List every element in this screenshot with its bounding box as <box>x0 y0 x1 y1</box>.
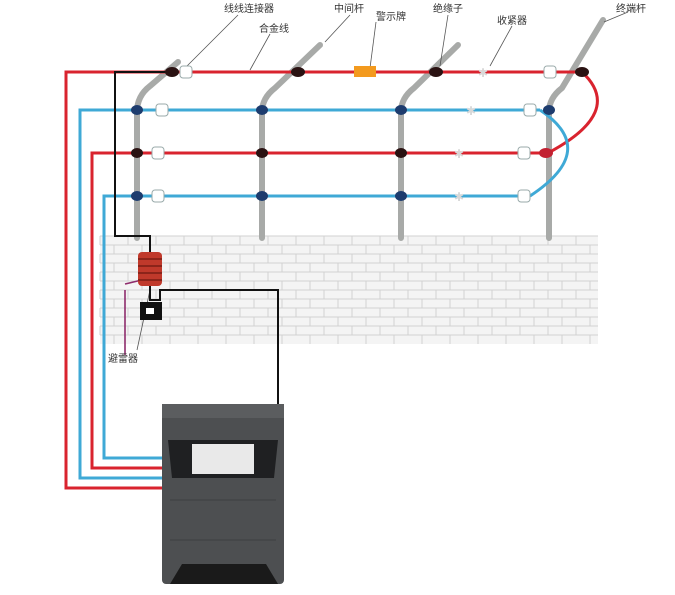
fence-host-controller <box>162 404 284 584</box>
red-loop <box>547 70 599 155</box>
host-display <box>192 444 254 474</box>
lightning-arrester <box>138 252 162 320</box>
label-alloy-wire: 合金线 <box>259 22 289 35</box>
svg-text:✱: ✱ <box>454 147 464 161</box>
fence-wires <box>146 70 599 198</box>
end-post-right <box>546 17 606 241</box>
label-insulator: 绝缘子 <box>433 2 463 15</box>
blue-loop <box>529 108 569 198</box>
lead-red-inner <box>90 151 163 470</box>
label-lightning-arrester: 避雷器 <box>108 352 138 365</box>
label-warning-sign: 警示牌 <box>376 10 406 23</box>
lead-wires <box>64 70 163 490</box>
lead-blue-inner <box>102 194 163 460</box>
insulators <box>131 67 589 201</box>
lead-red-outer <box>64 70 163 490</box>
lead-blue-outer <box>78 108 163 480</box>
middle-post-1 <box>259 42 323 241</box>
tensioners: ✱ ✱ ✱ ✱ <box>454 66 488 204</box>
label-leaders <box>136 11 629 351</box>
label-tensioner: 收紧器 <box>497 14 527 27</box>
label-wire-connector: 线线连接器 <box>224 2 274 15</box>
labels: 线线连接器 合金线 中间杆 警示牌 绝缘子 收紧器 终端杆 避雷器 <box>108 2 646 365</box>
svg-text:✱: ✱ <box>454 190 464 204</box>
wire-connectors <box>151 65 557 203</box>
svg-text:✱: ✱ <box>466 104 476 118</box>
warning-sign <box>354 66 376 77</box>
label-end-post: 终端杆 <box>616 2 646 15</box>
brick-wall <box>99 235 598 344</box>
middle-post-2 <box>398 42 461 241</box>
label-middle-post: 中间杆 <box>334 2 364 15</box>
svg-text:✱: ✱ <box>478 66 488 80</box>
